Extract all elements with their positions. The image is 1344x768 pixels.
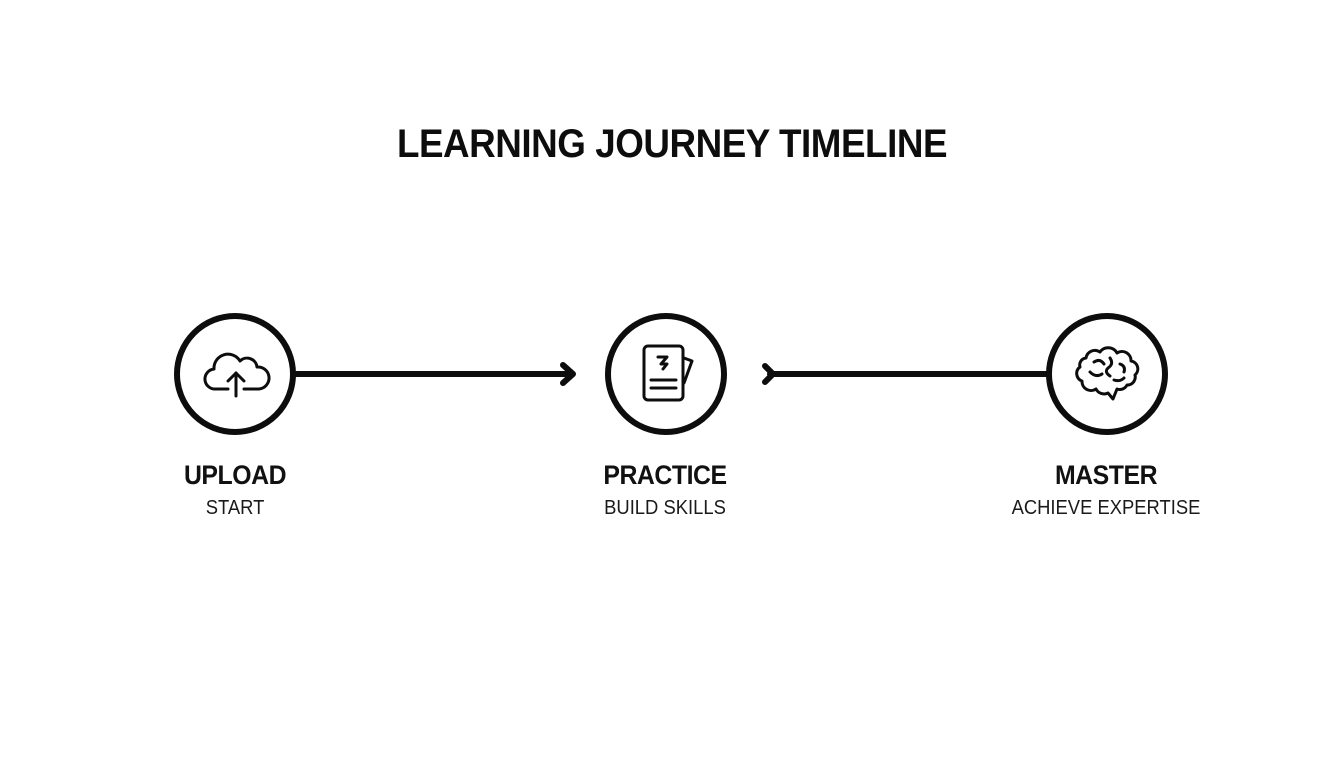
connector-arrow-1 xyxy=(293,362,576,386)
step-subtitle: START xyxy=(205,497,265,519)
cloud-upload-icon xyxy=(203,352,271,398)
connector-arrow-2 xyxy=(762,363,1050,385)
step-label-upload: UPLOAD START xyxy=(85,460,385,520)
document-cards-icon xyxy=(642,344,694,402)
step-title: UPLOAD xyxy=(183,460,287,490)
step-title: MASTER xyxy=(1054,460,1158,490)
step-node-master xyxy=(1046,313,1168,435)
page-title: LEARNING JOURNEY TIMELINE xyxy=(396,122,948,166)
step-node-practice xyxy=(605,313,727,435)
step-node-upload xyxy=(174,313,296,435)
step-subtitle: ACHIEVE EXPERTISE xyxy=(1011,497,1201,519)
brain-icon xyxy=(1075,346,1140,401)
step-subtitle: BUILD SKILLS xyxy=(604,497,726,519)
step-label-master: MASTER ACHIEVE EXPERTISE xyxy=(956,460,1256,520)
step-title: PRACTICE xyxy=(603,460,727,490)
step-label-practice: PRACTICE BUILD SKILLS xyxy=(515,460,815,520)
